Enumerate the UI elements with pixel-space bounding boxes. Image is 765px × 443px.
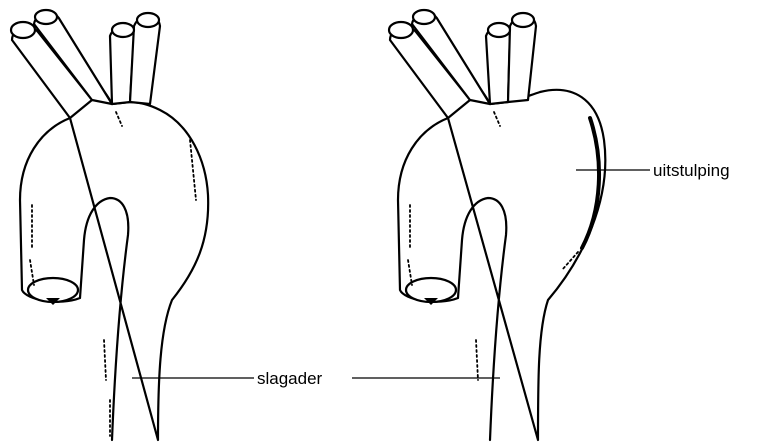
normal-opening-1 (11, 22, 35, 38)
artery-label: slagader (257, 369, 323, 388)
aneurysm-opening-3 (488, 23, 510, 37)
normal-opening-3 (112, 23, 134, 37)
normal-opening-4 (137, 13, 159, 27)
aneurysm-opening-2 (413, 10, 435, 24)
aneurysm-hatch-3 (476, 340, 478, 380)
aneurysm-opening-1 (389, 22, 413, 38)
aneurysm-aorta-outline (398, 78, 605, 440)
normal-aorta-outline (20, 78, 208, 440)
normal-opening-2 (35, 10, 57, 24)
aneurysm-branch-3 (486, 27, 510, 104)
aneurysm-branch-4 (508, 16, 536, 103)
bulge-label: uitstulping (653, 161, 730, 180)
normal-aorta (11, 10, 208, 440)
aneurysm-opening-4 (512, 13, 534, 27)
aneurysm-aorta (389, 10, 605, 440)
